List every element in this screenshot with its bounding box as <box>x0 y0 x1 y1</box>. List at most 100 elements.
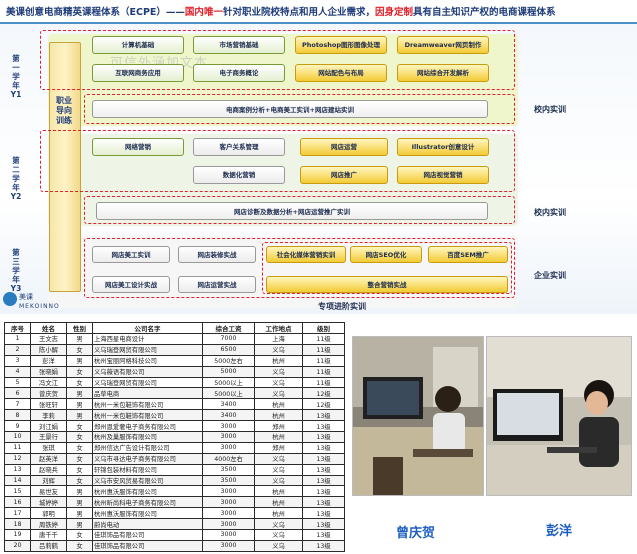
table-cell: 杭州昕尚科电子商务有限公司 <box>92 496 203 509</box>
table-cell: 吕莉鹤 <box>30 539 67 553</box>
course-box: 网店运营 <box>300 138 388 156</box>
table-cell: 佳琪饰品有限公司 <box>92 539 203 553</box>
table-header-cell: 工作地点 <box>254 322 303 334</box>
year2-dashed-frame <box>40 130 515 192</box>
table-cell: 20 <box>4 539 31 553</box>
table-cell: 女 <box>66 365 93 378</box>
table-cell: 城婷婷 <box>30 496 67 509</box>
table-cell: 赵英洋 <box>30 452 67 465</box>
table-cell: 彭洋 <box>30 354 67 367</box>
table-cell: 13 <box>4 463 31 476</box>
table-cell: 6500 <box>202 343 255 356</box>
table-cell: 13级 <box>302 431 345 443</box>
logo-subtext: MEKOINNO <box>19 303 60 310</box>
table-cell: 4000左右 <box>202 452 255 465</box>
table-cell: 15 <box>4 485 31 498</box>
table-cell: 11级 <box>302 376 345 389</box>
table-cell: 男 <box>66 485 93 498</box>
table-cell: 佳琪饰品有限公司 <box>92 529 203 541</box>
table-cell: 3000 <box>202 507 255 520</box>
table-header-row: 序号姓名性别公司名字综合工资工作地点级别 <box>4 322 345 334</box>
table-cell: 17 <box>4 507 31 520</box>
table-cell: 上海 <box>254 333 303 345</box>
table-cell: 11级 <box>302 343 345 356</box>
course-box: 整合营销实战 <box>266 276 508 293</box>
table-cell: 10 <box>4 431 31 443</box>
table-cell: 3000 <box>202 529 255 541</box>
table-cell: 义乌瑞登网贸有限公司 <box>92 376 203 389</box>
table-cell: 冯文江 <box>30 376 67 389</box>
table-cell: 易世友 <box>30 485 67 498</box>
table-cell: 杭州 <box>254 496 303 509</box>
table-cell: 义乌 <box>254 376 303 389</box>
table-cell: 轩锦包装材料有限公司 <box>92 463 203 476</box>
table-cell: 赵晓兵 <box>30 463 67 476</box>
photo-left-image <box>353 337 483 495</box>
practice-label: 校内实训 <box>534 105 566 114</box>
table-cell: 13级 <box>302 420 345 433</box>
year2-label: 第二学年Y2 <box>10 156 22 201</box>
table-cell: 杭州及巢服饰有限公司 <box>92 431 203 443</box>
table-cell: 杭州 <box>254 409 303 422</box>
table-header-cell: 性别 <box>66 322 93 334</box>
table-cell: 周铁婷 <box>30 518 67 531</box>
table-cell: 杭州一米包鞋饰有限公司 <box>92 409 203 422</box>
table-cell: 8 <box>4 409 31 422</box>
table-cell: 义乌市寻达电子商务有限公司 <box>92 452 203 465</box>
table-cell: 16 <box>4 496 31 509</box>
table-cell: 13级 <box>302 409 345 422</box>
course-box: 互联网商务应用 <box>92 64 184 82</box>
table-cell: 13级 <box>302 529 345 541</box>
table-cell: 张晓娟 <box>30 365 67 378</box>
table-cell: 唐千千 <box>30 529 67 541</box>
table-cell: 上海西星电商设计 <box>92 333 203 345</box>
year1-label: 第一学年Y1 <box>10 54 22 99</box>
photo-right <box>486 336 632 496</box>
table-cell: 杭州 <box>254 354 303 367</box>
table-cell: 3 <box>4 354 31 367</box>
course-box: Illustrator创意设计 <box>397 138 489 156</box>
course-box: 数据化营销 <box>193 166 285 184</box>
table-cell: 女 <box>66 420 93 433</box>
table-cell: 7000 <box>202 333 255 345</box>
table-cell: 郭明 <box>30 507 67 520</box>
table-cell: 13级 <box>302 496 345 509</box>
course-box: 网店推广 <box>300 166 388 184</box>
career-oriented-label: 职业导向训练 <box>56 96 72 125</box>
header-part: 国内 <box>184 7 204 18</box>
career-oriented-column <box>49 42 81 292</box>
table-cell: 蔚尚电动 <box>92 518 203 531</box>
table-cell: 3000 <box>202 539 255 553</box>
course-box: 市场营销基础 <box>193 36 285 54</box>
table-cell: 18 <box>4 518 31 531</box>
table-cell: 6 <box>4 387 31 400</box>
table-cell: 男 <box>66 409 93 422</box>
table-cell: 13级 <box>302 452 345 465</box>
table-header-cell: 序号 <box>4 322 31 334</box>
table-cell: 男 <box>66 518 93 531</box>
table-cell: 13级 <box>302 507 345 520</box>
table-cell: 5000以上 <box>202 387 255 400</box>
enterprise-label: 企业实训 <box>534 271 566 280</box>
table-cell: 14 <box>4 474 31 487</box>
table-cell: 杭州宝丽阿格科技公司 <box>92 354 203 367</box>
practice-box: 电商案例分析+电商美工实训+网店建站实训 <box>92 100 488 118</box>
table-cell: 女 <box>66 474 93 487</box>
table-cell: 杭州 <box>254 431 303 443</box>
table-cell: 义乌 <box>254 387 303 400</box>
table-cell: 3400 <box>202 398 255 411</box>
course-box: 网店装修实战 <box>178 246 256 263</box>
